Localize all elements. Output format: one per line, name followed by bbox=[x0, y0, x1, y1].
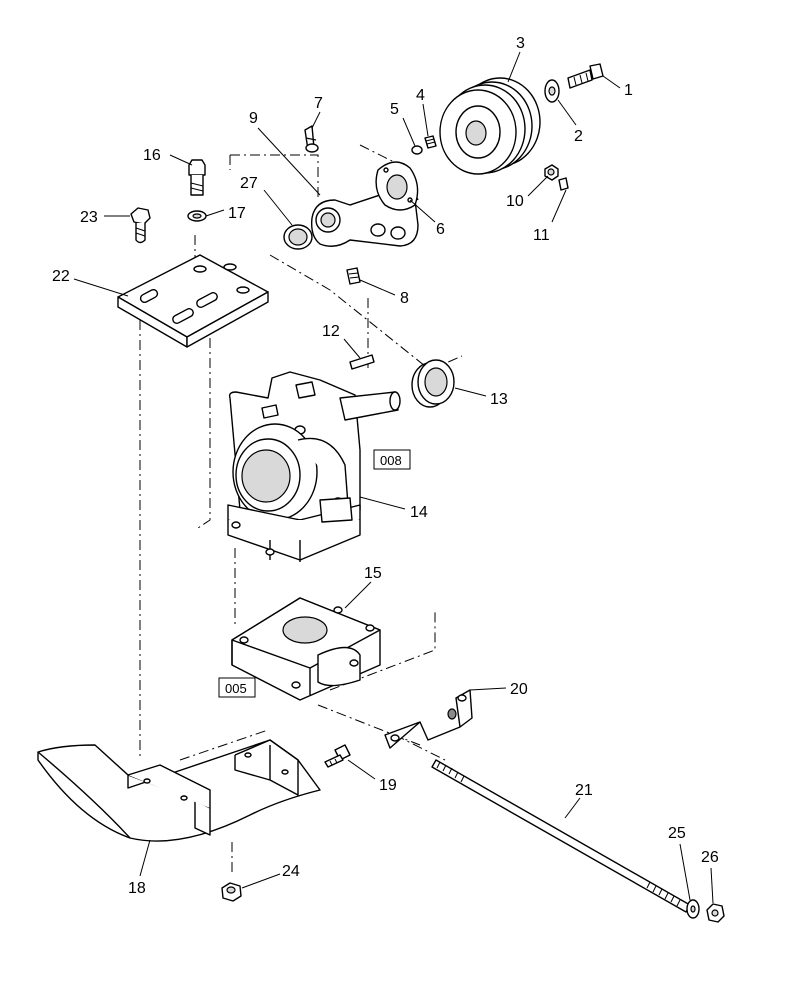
callout-8: 8 bbox=[400, 290, 409, 307]
part-11-set-screw bbox=[558, 177, 569, 191]
part-6-flange-plate bbox=[375, 161, 419, 211]
part-14-gearbox-housing bbox=[227, 371, 401, 562]
callout-1: 1 bbox=[624, 82, 633, 99]
part-26-nut bbox=[706, 903, 725, 923]
callout-14: 14 bbox=[410, 504, 428, 521]
callout-9: 9 bbox=[249, 110, 258, 127]
callout-5: 5 bbox=[390, 101, 399, 118]
callout-23: 23 bbox=[80, 209, 98, 226]
part-7-grease-fitting bbox=[304, 125, 319, 153]
callout-19: 19 bbox=[379, 777, 397, 794]
part-23-bolt bbox=[130, 207, 151, 244]
part-24-nut bbox=[221, 882, 242, 902]
part-5-washer bbox=[411, 145, 423, 155]
callout-13: 13 bbox=[490, 391, 508, 408]
reference-005: 005 bbox=[218, 677, 256, 698]
callout-17: 17 bbox=[228, 205, 246, 222]
part-21-threaded-rod bbox=[431, 759, 691, 913]
part-27-seal bbox=[283, 224, 313, 250]
callout-10: 10 bbox=[506, 193, 524, 210]
part-15-adapter-plate bbox=[231, 597, 381, 701]
part-12-pin bbox=[349, 354, 375, 370]
callout-12: 12 bbox=[322, 323, 340, 340]
callout-2: 2 bbox=[574, 128, 583, 145]
callout-labels: 1 2 3 4 5 6 7 8 9 10 11 12 13 14 15 16 1… bbox=[52, 35, 719, 897]
callout-16: 16 bbox=[143, 147, 161, 164]
part-8-grease-nipple bbox=[346, 267, 361, 285]
callout-22: 22 bbox=[52, 268, 70, 285]
callout-26: 26 bbox=[701, 849, 719, 866]
callout-27: 27 bbox=[240, 175, 258, 192]
callout-6: 6 bbox=[436, 221, 445, 238]
callout-11: 11 bbox=[533, 227, 550, 244]
part-4-screw bbox=[424, 135, 437, 149]
callout-25: 25 bbox=[668, 825, 686, 842]
assembly-centerlines bbox=[139, 144, 463, 872]
reference-005-label: 005 bbox=[225, 681, 247, 696]
callout-24: 24 bbox=[282, 863, 300, 880]
reference-008: 008 bbox=[373, 449, 411, 470]
callout-4: 4 bbox=[416, 87, 425, 104]
part-1-bolt bbox=[567, 63, 604, 89]
part-13-seal bbox=[411, 359, 455, 408]
part-25-washer bbox=[686, 899, 700, 919]
part-17-washer bbox=[187, 210, 207, 222]
reference-008-label: 008 bbox=[380, 453, 402, 468]
part-3-pulley bbox=[439, 77, 541, 175]
callout-3: 3 bbox=[516, 35, 525, 52]
callout-20: 20 bbox=[510, 681, 528, 698]
part-16-bolt bbox=[188, 159, 206, 196]
part-2-washer bbox=[544, 79, 560, 103]
callout-21: 21 bbox=[575, 782, 593, 799]
part-22-mounting-plate bbox=[117, 254, 269, 348]
leader-lines bbox=[73, 51, 714, 904]
callout-7: 7 bbox=[314, 95, 323, 112]
callout-15: 15 bbox=[364, 565, 382, 582]
part-19-screw bbox=[324, 744, 351, 768]
part-20-strap-bracket bbox=[384, 689, 473, 749]
part-18-skid-shoe bbox=[37, 739, 321, 842]
callout-18: 18 bbox=[128, 880, 146, 897]
